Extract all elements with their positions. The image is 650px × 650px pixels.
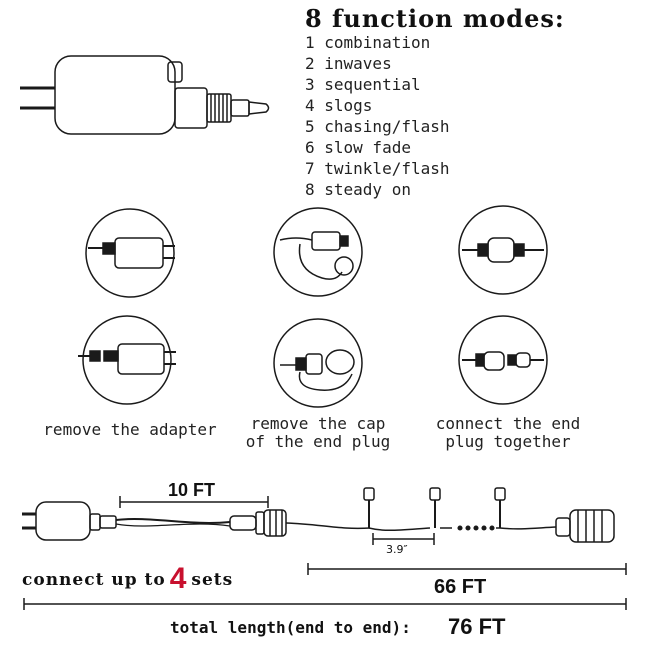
step2-caption: remove the cap of the end plug — [228, 415, 408, 451]
mode-item: 3 sequential — [305, 75, 421, 94]
connect-number: 4 — [169, 562, 188, 595]
step2-circle-bottom — [273, 318, 363, 408]
modes-list: 1 combination 2 inwaves 3 sequential 4 s… — [305, 32, 450, 200]
mode-item: 8 steady on — [305, 180, 411, 199]
string-diagram — [22, 487, 615, 543]
step3-caption-line1: connect the end — [435, 414, 581, 433]
mode-item: 6 slow fade — [305, 138, 411, 157]
string-length-label: 66 FT — [434, 576, 487, 598]
total-length-label: total length(end to end): — [170, 618, 411, 637]
step2-caption-line2: of the end plug — [245, 432, 391, 451]
connect-suffix: sets — [191, 570, 234, 590]
step1-circle-bottom — [78, 315, 176, 405]
mode-item: 2 inwaves — [305, 54, 392, 73]
step3-caption-line2: plug together — [445, 432, 571, 451]
dimension-string-length — [307, 563, 627, 575]
mode-item: 7 twinkle/flash — [305, 159, 450, 178]
step1-caption-line1: remove the adapter — [43, 420, 217, 439]
mode-item: 1 combination — [305, 33, 431, 52]
step2-caption-line1: remove the cap — [250, 414, 386, 433]
dimension-lead-cable — [119, 496, 269, 508]
step1-caption: remove the adapter — [30, 421, 230, 439]
dimension-total-length — [23, 598, 627, 610]
lead-cable-label: 10 FT — [168, 480, 216, 500]
connect-prefix: connect up to — [22, 570, 166, 590]
step3-caption: connect the end plug together — [418, 415, 598, 451]
adapter-illustration — [20, 55, 270, 135]
step1-circle-top — [85, 208, 175, 298]
mode-item: 5 chasing/flash — [305, 117, 450, 136]
total-length-value: 76 FT — [448, 614, 506, 639]
modes-title: 8 function modes: — [305, 4, 565, 33]
step3-circle-top — [458, 205, 548, 295]
bulb-spacing-label: 3.9″ — [386, 543, 408, 556]
step3-circle-bottom — [458, 315, 548, 405]
mode-item: 4 slogs — [305, 96, 373, 115]
step2-circle-top — [273, 207, 363, 297]
dimension-bulb-spacing — [372, 533, 435, 545]
